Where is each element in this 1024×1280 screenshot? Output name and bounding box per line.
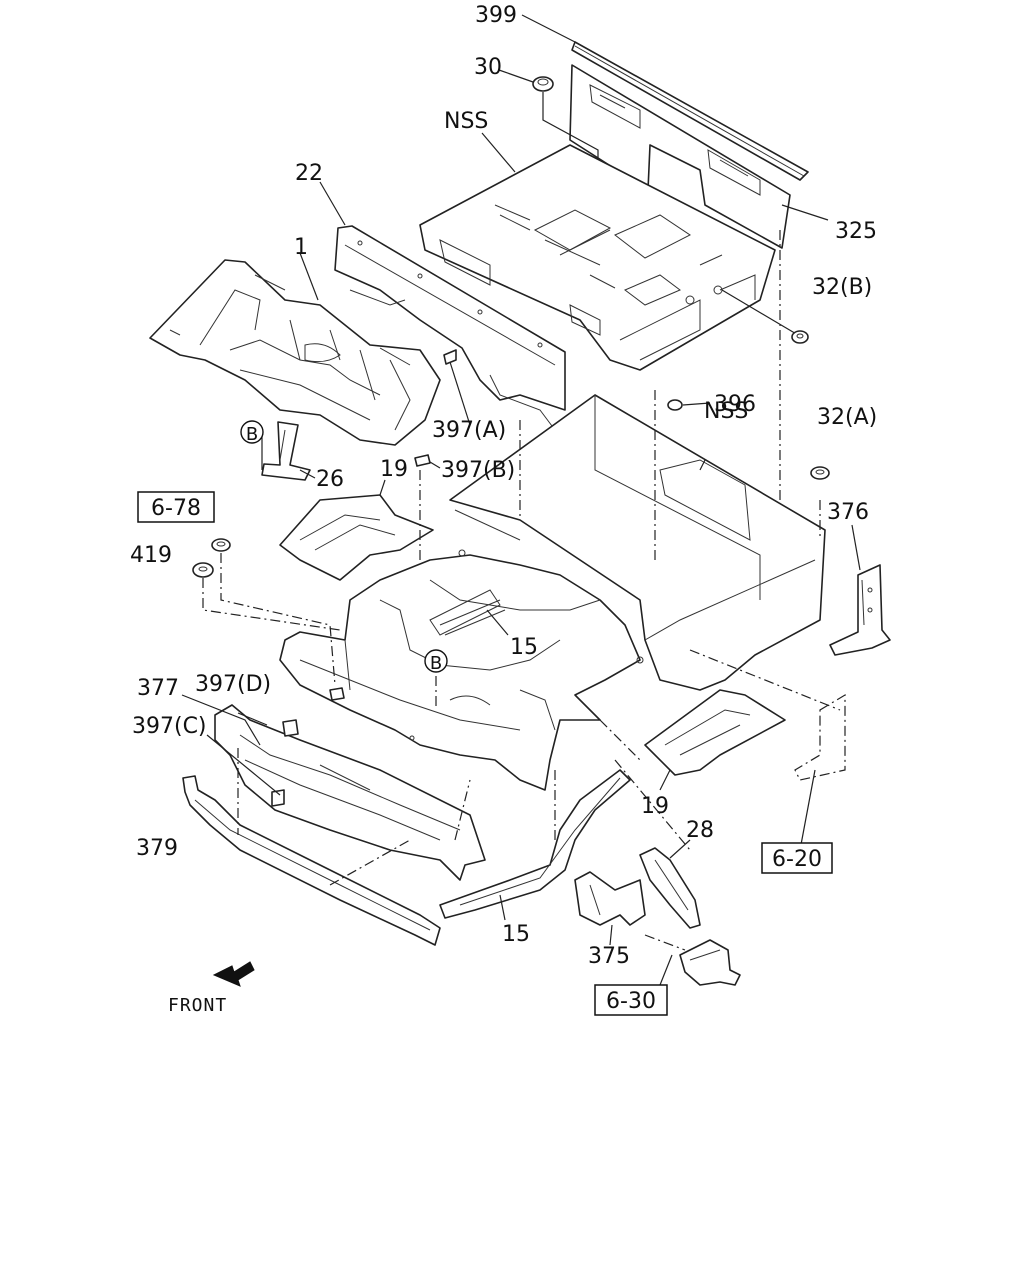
- part-28-bracket: [639, 847, 701, 929]
- part-375-bracket: [574, 871, 646, 926]
- ref-box-6-78: 6-78: [137, 491, 215, 523]
- circled-b-mid: B: [424, 649, 448, 674]
- part-19-upper-panel: [279, 479, 434, 581]
- callout-397d: 397(D): [195, 672, 271, 697]
- front-label: FRONT: [168, 995, 227, 1016]
- part-15-lower-rail: [439, 769, 631, 919]
- callout-26: 26: [316, 467, 344, 492]
- part-30-grommet: [532, 76, 599, 170]
- part-396-plug: [667, 399, 711, 411]
- ref-box-6-20: 6-20: [761, 842, 833, 874]
- callout-28: 28: [686, 818, 714, 843]
- leader-lines: [181, 14, 841, 986]
- callout-325: 325: [835, 219, 877, 244]
- callout-399: 399: [475, 3, 517, 28]
- part-397b-clip: [414, 454, 441, 469]
- callout-19-bot: 19: [641, 794, 669, 819]
- callout-19-top: 19: [380, 457, 408, 482]
- callout-nss-top: NSS: [444, 109, 488, 134]
- callout-419: 419: [130, 543, 172, 568]
- callout-397c: 397(C): [132, 714, 207, 739]
- circled-b-left: B: [240, 420, 264, 445]
- ref-box-6-30: 6-30: [594, 984, 668, 1016]
- callout-22: 22: [295, 161, 323, 186]
- callout-396: 396: [714, 392, 756, 417]
- part-1-front-floor: [149, 259, 441, 446]
- callout-1: 1: [294, 235, 308, 260]
- part-22-crossmember: [334, 225, 566, 431]
- part-399-rear-strip: [571, 41, 809, 181]
- nss-upper-rear-floor: [419, 144, 776, 371]
- svg-text:6-78: 6-78: [151, 496, 201, 521]
- part-26-bracket: [261, 421, 316, 481]
- callout-15-bot: 15: [502, 922, 530, 947]
- callout-375: 375: [588, 944, 630, 969]
- part-32a-grommet: [810, 466, 830, 480]
- svg-text:B: B: [246, 424, 258, 445]
- callout-377: 377: [137, 676, 179, 701]
- part-325-rear-panel: [569, 64, 791, 249]
- callout-397a: 397(A): [432, 418, 506, 443]
- callout-32a: 32(A): [817, 405, 877, 430]
- svg-text:6-20: 6-20: [772, 847, 822, 872]
- svg-text:B: B: [430, 653, 442, 674]
- part-19-lower-panel: [644, 689, 786, 776]
- part-376-bracket: [829, 524, 891, 656]
- part-377-front-member: [214, 704, 486, 881]
- part-419-grommets: [192, 538, 231, 578]
- part-397a-clip: [443, 349, 471, 426]
- svg-text:6-30: 6-30: [606, 989, 656, 1014]
- callout-379: 379: [136, 836, 178, 861]
- part-32b-grommet: [721, 289, 809, 344]
- front-arrow-icon: [212, 961, 255, 987]
- ref-6-20-outline: [794, 693, 846, 781]
- callout-397b: 397(B): [441, 458, 515, 483]
- callout-32b: 32(B): [812, 275, 872, 300]
- nss-lower-rear-floor: [449, 394, 826, 691]
- callout-nss-mid: NSS: [704, 399, 748, 424]
- callout-376: 376: [827, 500, 869, 525]
- callout-15-mid: 15: [510, 635, 538, 660]
- center-floor-tunnel: [279, 549, 644, 791]
- part-15-mid-rail: [429, 589, 509, 636]
- part-379-lower-rail: [182, 775, 441, 946]
- callout-30: 30: [474, 55, 502, 80]
- ref-6-30-component: [644, 934, 741, 986]
